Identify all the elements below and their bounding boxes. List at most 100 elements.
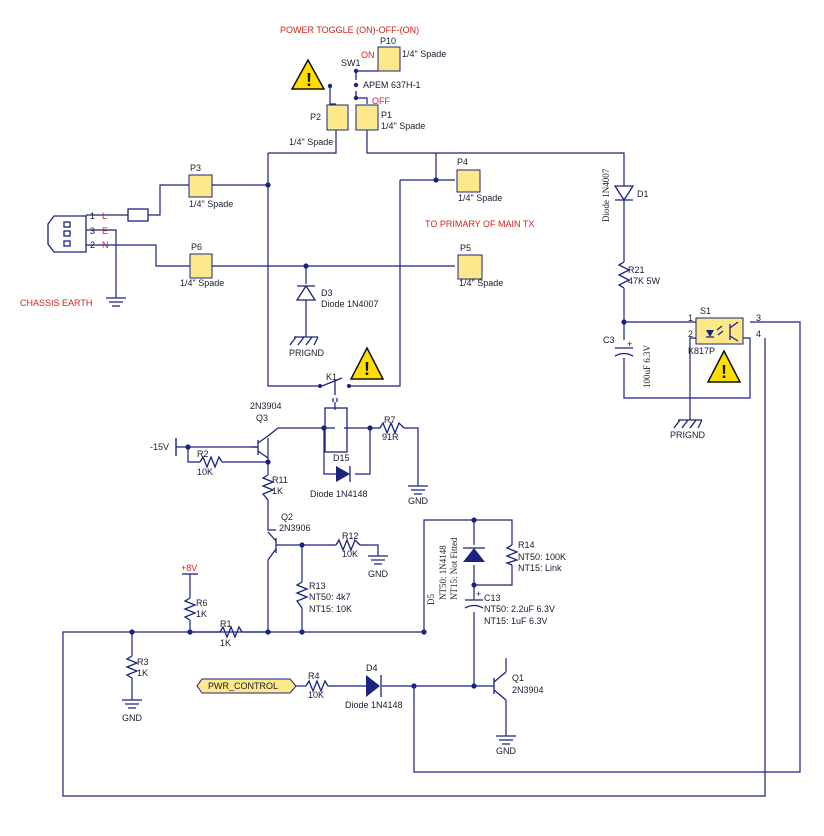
mains-neutral-label: N: [102, 240, 109, 250]
r1-value: 1K: [220, 638, 231, 648]
junction-dot: [433, 177, 439, 183]
junction-dot: [367, 425, 373, 431]
r11-ref: R11: [272, 475, 288, 485]
prignd-icon: [289, 336, 319, 346]
to-primary-label: TO PRIMARY OF MAIN TX: [425, 219, 534, 229]
q3-transistor: [252, 427, 279, 459]
d3-ref: D3: [321, 288, 333, 298]
r7-ref: R7: [384, 415, 396, 425]
p5-type: 1/4" Spade: [459, 278, 503, 288]
iec-mains-inlet: [47, 214, 97, 253]
p6-type: 1/4" Spade: [180, 278, 224, 288]
plus8-label: +8V: [181, 563, 197, 573]
q3-part: 2N3904: [250, 401, 282, 411]
c3-value: 100uF 6.3V: [642, 344, 652, 388]
chassis-earth-label: CHASSIS EARTH: [20, 298, 92, 308]
r21-resistor: [617, 261, 631, 289]
junction-dot: [299, 629, 305, 635]
junction-dot: [421, 629, 427, 635]
r4-value: 10K: [308, 690, 324, 700]
q1-transistor: [493, 671, 507, 701]
r7-value: 91R: [382, 432, 399, 442]
r12-value: 10K: [342, 549, 358, 559]
junction-dot: [265, 459, 271, 465]
junction-dot: [299, 542, 305, 548]
mains-pin-2: 2: [90, 240, 95, 250]
power-toggle-title: POWER TOGGLE (ON)-OFF-(ON): [280, 25, 419, 35]
d3-diode: [295, 284, 317, 301]
sw1-part: APEM 637H-1: [363, 80, 421, 90]
r11-value: 1K: [272, 486, 283, 496]
c3-capacitor: [614, 347, 634, 357]
s1-pin-1: 1: [688, 313, 693, 323]
p4-type: 1/4" Spade: [458, 193, 502, 203]
s1-pin-4: 4: [756, 329, 761, 339]
c13-capacitor: [464, 599, 484, 609]
warning-triangle-icon: !: [290, 58, 326, 90]
junction-dot: [471, 683, 477, 689]
d15-part: Diode 1N4148: [310, 489, 368, 499]
r6-value: 1K: [196, 609, 207, 619]
svg-text:!: !: [721, 362, 727, 382]
s1-optocoupler: [695, 317, 744, 345]
d1-diode: [613, 185, 635, 202]
q1-part: 2N3904: [512, 685, 544, 695]
warning-triangle-icon: !: [349, 346, 385, 380]
p4-ref: P4: [457, 157, 468, 167]
k1-relay-contact: [318, 377, 351, 402]
r4-resistor: [305, 679, 329, 693]
svg-text:!: !: [364, 359, 370, 379]
c13-plus: +: [476, 589, 481, 599]
gnd-icon: [408, 485, 428, 495]
r13-ref: R13: [309, 581, 326, 591]
p4-connector: [456, 169, 481, 193]
junction-dot: [185, 444, 191, 450]
fuse: [127, 208, 149, 222]
junction-dot: [621, 319, 627, 325]
gnd-label-r3: GND: [122, 713, 143, 723]
r2-value: 10K: [197, 467, 213, 477]
p6-connector: [189, 253, 213, 279]
p1-ref: P1: [381, 110, 392, 120]
d5-line1: NT50: 1N4148: [438, 545, 448, 600]
s1-pin-3: 3: [756, 313, 761, 323]
r7-resistor: [379, 421, 405, 435]
gnd-icon: [496, 735, 516, 745]
k1-coil: [324, 407, 348, 453]
prignd-icon: [673, 419, 703, 429]
r11-resistor: [261, 474, 275, 501]
d5-ref: D5: [426, 594, 436, 605]
d4-diode: [366, 675, 382, 697]
r3-ref: R3: [137, 657, 149, 667]
q1-ref: Q1: [512, 673, 524, 683]
p6-ref: P6: [191, 242, 202, 252]
d1-part: Diode 1N4007: [601, 168, 611, 222]
p5-ref: P5: [460, 243, 471, 253]
p2-type: 1/4" Spade: [289, 137, 333, 147]
pwr-control-port[interactable]: [196, 678, 297, 694]
p2-ref: P2: [310, 112, 321, 122]
d5-diode: [463, 547, 485, 562]
r12-resistor: [335, 538, 361, 552]
s1-pin-2: 2: [688, 329, 693, 339]
d15-diode: [336, 466, 351, 482]
gnd-icon: [122, 699, 142, 709]
d3-part: Diode 1N4007: [321, 299, 379, 309]
gnd-icon: [368, 555, 388, 565]
sw1-on-label: ON: [361, 50, 375, 60]
c13-ref: C13: [484, 593, 501, 603]
q2-transistor: [267, 531, 286, 561]
p10-ref: P10: [380, 36, 396, 46]
r2-resistor: [199, 455, 223, 469]
p5-connector: [457, 254, 483, 280]
p10-type: 1/4" Spade: [402, 49, 446, 59]
s1-ref: S1: [700, 306, 711, 316]
r3-value: 1K: [137, 668, 148, 678]
junction-dot: [265, 629, 271, 635]
r6-resistor: [183, 597, 197, 621]
d4-ref: D4: [366, 663, 378, 673]
c13-line2: NT15: 1uF 6.3V: [484, 616, 548, 626]
chassis-ground-icon: [106, 297, 126, 307]
q2-part: 2N3906: [279, 523, 311, 533]
